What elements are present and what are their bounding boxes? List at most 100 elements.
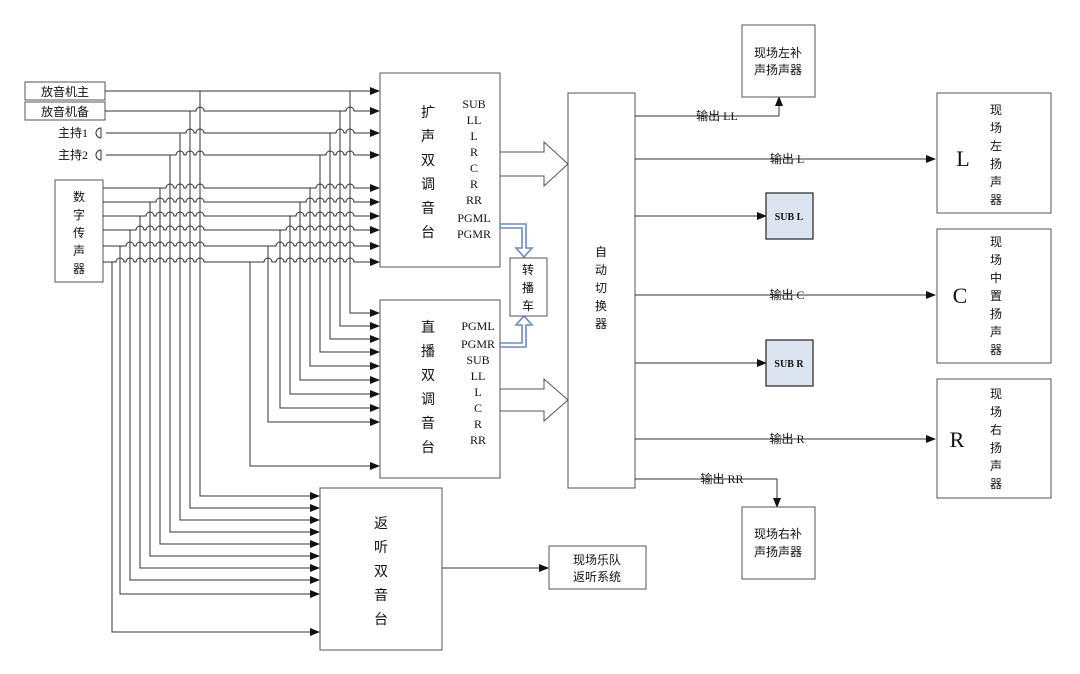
output-l-label: 输出 L: [770, 151, 804, 166]
auto-switcher: 自 动 切 换 器: [567, 92, 636, 489]
pa-console: 扩 声 双 调 音 台 SUB LL L R C R RR PGML PGMR: [379, 72, 501, 268]
band-monitor-line: 返听系统: [573, 570, 621, 584]
signal-wire: [103, 183, 380, 192]
auto-switcher-char: 换: [595, 299, 607, 313]
speaker-center-char: 置: [990, 289, 1002, 303]
sub-l-box: SUB L: [765, 192, 814, 240]
speaker-center-char: 扬: [990, 306, 1002, 321]
signal-wire: [279, 230, 380, 412]
relay-van: 转 播 车: [509, 257, 548, 317]
signal-wiring: [103, 87, 380, 636]
signal-wire: [103, 197, 380, 206]
speaker-left-letter: L: [956, 146, 969, 171]
signal-wire: [111, 262, 320, 636]
signal-wire: [179, 133, 320, 524]
right-fill-line: 现场右补: [754, 526, 802, 541]
signal-wire: [319, 155, 380, 356]
auto-switcher-char: 切: [595, 281, 607, 295]
source-host2: 主持2: [58, 147, 102, 162]
signal-wire: [339, 111, 380, 330]
source-player-main-label: 放音机主: [41, 84, 89, 99]
relay-van-char: 转: [522, 262, 534, 277]
source-player-main: 放音机主: [24, 81, 106, 101]
auto-switcher-char: 自: [595, 245, 607, 259]
speaker-left-char: 现: [990, 103, 1002, 117]
sub-r-box: SUB R: [765, 339, 814, 387]
signal-wire: [299, 202, 380, 384]
right-fill-speaker: 现场右补 声扬声器: [741, 506, 816, 580]
speaker-center-char: 声: [990, 325, 1002, 339]
broadcast-console-title-char: 音: [421, 415, 435, 432]
speaker-left: L 现 场 左 扬 声 器: [936, 92, 1052, 214]
pa-console-output: PGMR: [457, 227, 491, 241]
signal-wire: [103, 225, 380, 234]
band-monitor-system: 现场乐队 返听系统: [548, 545, 647, 590]
output-ll-label: 输出 LL: [696, 108, 738, 123]
speaker-right-char: 声: [990, 459, 1002, 473]
speaker-center-char: 场: [990, 253, 1002, 267]
signal-wire: [189, 111, 320, 512]
source-player-backup: 放音机备: [24, 101, 106, 121]
pa-console-title-char: 双: [421, 153, 435, 169]
pa-console-title-char: 调: [421, 177, 435, 193]
signal-wire: [267, 246, 380, 426]
signal-wire: [106, 128, 380, 137]
pa-console-output: PGML: [457, 211, 490, 225]
source-digital-mic: 数 字 传 声 器: [54, 179, 104, 283]
sub-l-label: SUB L: [775, 212, 804, 223]
signal-wire: [329, 133, 380, 343]
speaker-left-char: 场: [990, 121, 1002, 135]
broadcast-console-output: LL: [471, 369, 486, 383]
speaker-left-char: 声: [990, 175, 1002, 189]
monitor-console-char: 返: [374, 516, 388, 532]
broadcast-console: 直 播 双 调 音 台 PGML PGMR SUB LL L C R RR: [379, 299, 501, 479]
output-rr-line: [635, 478, 781, 508]
speaker-center-char: 中: [990, 270, 1002, 285]
pa-console-title-char: 音: [421, 200, 435, 217]
pa-console-output: C: [470, 161, 478, 175]
speaker-center-letter: C: [953, 283, 968, 308]
broadcast-console-output: C: [474, 401, 482, 415]
speaker-left-char: 左: [990, 138, 1002, 153]
pa-console-output: RR: [466, 193, 482, 207]
digital-mic-char: 字: [73, 207, 85, 222]
broadcast-console-title-char: 调: [421, 392, 435, 408]
digital-mic-char: 声: [73, 244, 85, 258]
pa-console-output: R: [470, 145, 478, 159]
output-ll-line: [635, 96, 783, 117]
signal-wire: [349, 91, 380, 317]
speaker-right-char: 扬: [990, 440, 1002, 455]
broadcast-to-switcher-arrow: [499, 377, 569, 423]
pa-console-output: R: [470, 177, 478, 191]
signal-wire: [106, 150, 380, 159]
pa-console-title-char: 声: [421, 129, 435, 145]
pa-console-output: LL: [467, 113, 482, 127]
source-player-backup-label: 放音机备: [41, 104, 89, 119]
speaker-left-char: 扬: [990, 156, 1002, 171]
band-monitor-line: 现场乐队: [573, 552, 621, 567]
signal-wire: [103, 241, 380, 250]
signal-wire: [139, 216, 320, 572]
microphone-icon: [95, 127, 102, 139]
signal-wire: [149, 202, 320, 560]
left-fill-line: 现场左补: [754, 45, 802, 60]
monitor-console-char: 听: [374, 540, 388, 556]
broadcast-console-title-char: 台: [421, 440, 435, 456]
auto-switcher-char: 动: [595, 263, 607, 277]
signal-wire: [199, 91, 320, 500]
signal-wire: [119, 246, 320, 598]
source-host2-label: 主持2: [58, 147, 88, 162]
pa-console-title-char: 扩: [421, 105, 435, 121]
digital-mic-char: 传: [73, 225, 85, 240]
speaker-right-char: 场: [990, 405, 1002, 419]
signal-wire: [129, 230, 320, 584]
signal-wire: [309, 188, 380, 370]
sub-r-label: SUB R: [774, 359, 804, 370]
speaker-right-char: 右: [990, 422, 1002, 437]
source-host1-label: 主持1: [58, 125, 88, 140]
auto-switcher-char: 器: [595, 317, 607, 331]
broadcast-console-title-char: 双: [421, 368, 435, 384]
left-fill-speaker: 现场左补 声扬声器: [741, 24, 816, 98]
speaker-center-char: 器: [990, 343, 1002, 357]
